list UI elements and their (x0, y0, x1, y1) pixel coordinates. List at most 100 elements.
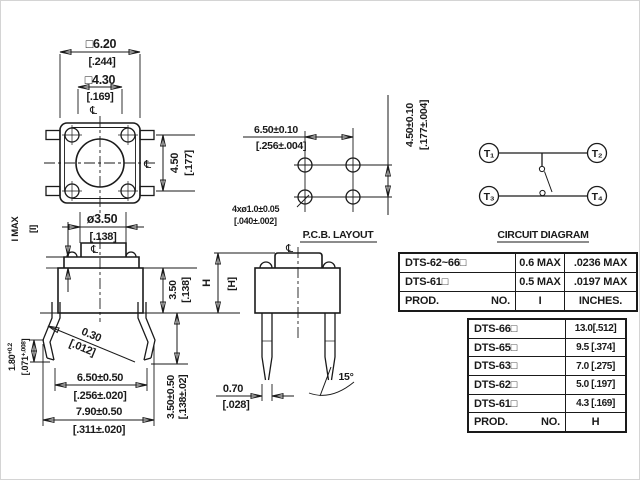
prod-no-cell: PROD. NO. (469, 413, 565, 431)
svg-text:[.028]: [.028] (223, 399, 251, 411)
table-footer-row: PROD. NO. H (469, 412, 625, 432)
dim-height-4-50: 4.50 [.177] (156, 134, 195, 192)
dim-body-height-3-50: 3.50 [.138] (143, 267, 197, 313)
svg-text:4.50: 4.50 (169, 153, 181, 173)
svg-text:3.50±0.50: 3.50±0.50 (165, 375, 177, 419)
dim-pin-length-3-50: 3.50±0.50 [.138±.02] (151, 313, 189, 419)
svg-text:□4.30: □4.30 (85, 73, 116, 87)
no-label: NO. (491, 295, 510, 307)
table-row: DTS-66□ 13.0[.512] (469, 320, 625, 338)
svg-text:15°: 15° (339, 371, 354, 383)
table-row: DTS-62□ 5.0 [.197] (469, 375, 625, 394)
svg-text:6.50±0.10: 6.50±0.10 (254, 124, 298, 136)
terminal-t2: T₂ (592, 148, 603, 160)
table-footer-row: PROD. NO. I INCHES. (400, 291, 636, 310)
height-cell: 9.5 [.374] (565, 338, 625, 357)
centerline-symbol: ℄ (90, 243, 98, 256)
svg-text:7.90±0.50: 7.90±0.50 (76, 406, 122, 418)
dim-width-6-20: □6.20 [.244] (59, 37, 141, 118)
svg-text:4xø1.0±0.05: 4xø1.0±0.05 (232, 204, 279, 214)
svg-text:1.80+0.2: 1.80+0.2 (7, 342, 17, 371)
dim-pitch-x-6-50: 6.50±0.10 [.256±.004] (243, 124, 353, 152)
model-cell: DTS-63□ (474, 360, 518, 373)
dim-pin-thickness-0-30: 0.30 [.012] (48, 326, 136, 363)
centerline-symbol: ℄ (89, 104, 97, 117)
svg-text:[H]: [H] (226, 277, 238, 291)
dim-letter-cell: I (515, 292, 564, 310)
height-cell: 5.0 [.197] (565, 376, 625, 394)
inch-cell: .0197 MAX (564, 273, 636, 291)
prod-label: PROD. (405, 295, 439, 307)
svg-text:[.244]: [.244] (89, 56, 117, 68)
mm-cell: 0.6 MAX (515, 254, 564, 272)
label-hole-dia: 4xø1.0±0.05 [.040±.002] (232, 194, 310, 226)
svg-text:[I]: [I] (28, 225, 39, 233)
svg-text:[.138]: [.138] (180, 277, 192, 303)
svg-text:0.70: 0.70 (223, 383, 243, 395)
model-cell: DTS-62~66□ (405, 257, 467, 269)
svg-text:[.169]: [.169] (87, 91, 115, 103)
model-cell: DTS-61□ (405, 276, 449, 288)
terminal-t4: T₄ (592, 191, 603, 203)
centerline-symbol: ℄ (285, 242, 293, 255)
model-cell: DTS-61□ (474, 397, 518, 410)
svg-text:□6.20: □6.20 (86, 37, 117, 51)
circuit-diagram: T₁ T₂ T₃ T₄ CIRCUIT DIAGRAM (478, 142, 608, 243)
tip-dim-tol: +0.2 (7, 342, 14, 354)
svg-text:I MAX: I MAX (10, 216, 21, 242)
svg-text:ø3.50: ø3.50 (87, 212, 118, 226)
unit-cell: INCHES. (564, 292, 636, 310)
height-cell: 4.3 [.169] (565, 394, 625, 413)
svg-text:[.256±.004]: [.256±.004] (256, 140, 306, 152)
model-cell: DTS-66□ (474, 322, 518, 335)
dim-splay-angle-15: 15° (308, 366, 355, 397)
terminal-t1: T₁ (484, 148, 494, 160)
svg-text:6.50±0.50: 6.50±0.50 (77, 372, 123, 384)
terminal-t3: T₃ (484, 191, 495, 203)
model-cell: DTS-65□ (474, 341, 518, 354)
pcb-layout: 6.50±0.10 [.256±.004] 4.50±0.10 [.177±.0… (232, 95, 430, 243)
dim-inner-4-30: □4.30 [.169] (77, 73, 123, 114)
table-row: DTS-63□ 7.0 [.275] (469, 356, 625, 376)
front-view: ℄ I MAX [I] 1.80+0.2 [. (7, 216, 275, 436)
mounting-holes (297, 157, 361, 205)
height-cell: 7.0 [.275] (565, 357, 625, 376)
pcb-layout-title: P.C.B. LAYOUT (303, 229, 375, 241)
dim-pin-width-0-70: 0.70 [.028] (216, 383, 294, 411)
prod-no-cell: PROD. NO. (400, 292, 515, 310)
top-view: ℄ ℄ □6.20 [.244] □4.30 [.169] 4.50 [.177… (44, 37, 195, 243)
table-row: DTS-65□ 9.5 [.374] (469, 337, 625, 357)
svg-text:[.071+.008]: [.071+.008] (20, 338, 30, 375)
dim-overall-7-90: 7.90±0.50 [.311±.020] (42, 344, 155, 436)
svg-text:[.177]: [.177] (183, 150, 195, 176)
dim-i-max: I MAX [I] (10, 216, 68, 292)
height-cell: 13.0[.512] (565, 320, 625, 338)
circuit-diagram-title: CIRCUIT DIAGRAM (497, 229, 589, 241)
dim-pin-tip-1-80: 1.80+0.2 [.071+.008] (7, 338, 50, 375)
svg-text:4.50±0.10: 4.50±0.10 (404, 103, 416, 147)
switch-contact (538, 153, 553, 197)
svg-text:[.138±.02]: [.138±.02] (177, 375, 189, 420)
svg-text:[.311±.020]: [.311±.020] (73, 424, 126, 436)
inch-cell: .0236 MAX (564, 254, 636, 272)
mm-cell: 0.5 MAX (515, 273, 564, 291)
dim-button-dia: ø3.50 [.138] (62, 212, 144, 243)
svg-text:3.50: 3.50 (167, 280, 179, 300)
dim-total-height-h: H [H] (201, 252, 275, 313)
svg-text:H: H (201, 279, 213, 287)
svg-text:[.177±.004]: [.177±.004] (418, 100, 430, 150)
dim-letter-cell: H (565, 413, 625, 432)
dim-tip-span-6-50: 6.50±0.50 [.256±.020] (54, 368, 148, 402)
svg-text:[.256±.020]: [.256±.020] (74, 390, 128, 402)
spec-table: DTS-62~66□ 0.6 MAX .0236 MAX DTS-61□ 0.5… (398, 252, 638, 312)
table-row: DTS-61□ 4.3 [.169] (469, 393, 625, 413)
prod-label: PROD. (474, 416, 508, 429)
tip-dim-mm: 1.80 (7, 354, 17, 371)
side-pins (261, 313, 336, 381)
table-row: DTS-62~66□ 0.6 MAX .0236 MAX (400, 254, 636, 272)
model-cell: DTS-62□ (474, 378, 518, 391)
no-label: NO. (541, 416, 560, 429)
height-table: DTS-66□ 13.0[.512] DTS-65□ 9.5 [.374] DT… (467, 318, 627, 433)
